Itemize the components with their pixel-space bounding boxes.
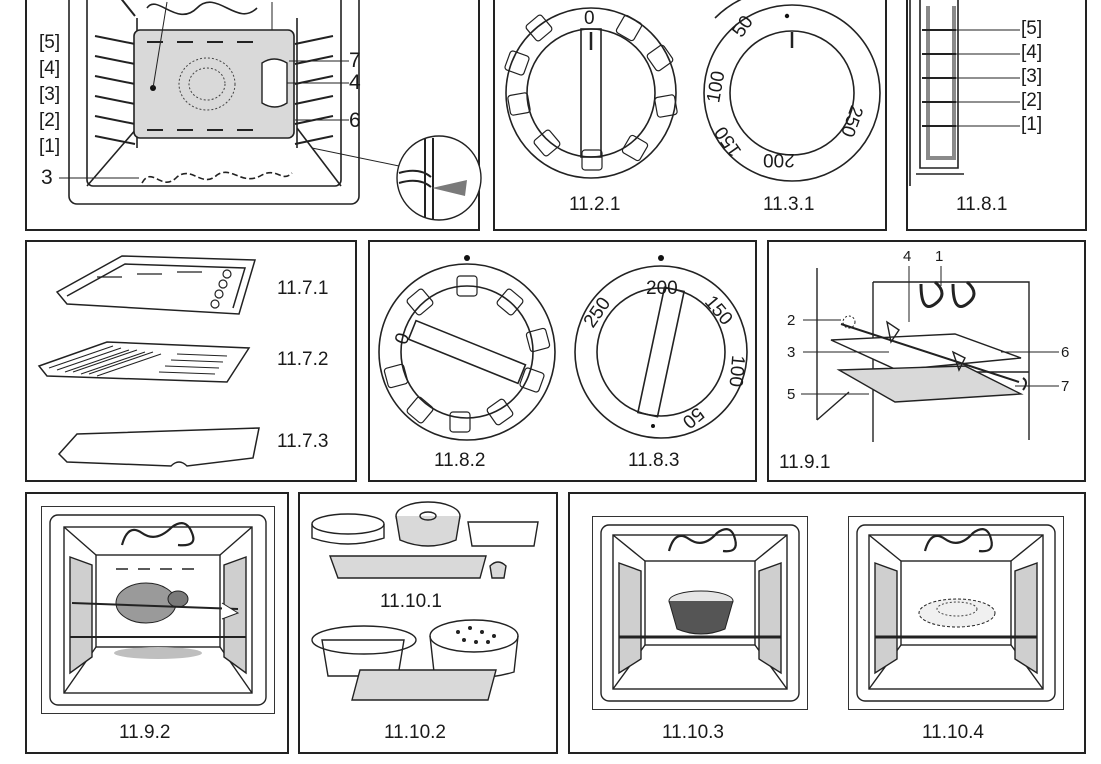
panel-accessories: 11.7.1 11.7.2 11.7.3 [25, 240, 357, 482]
bundt-oven-drawing [600, 524, 800, 702]
level-label-1: [1] [39, 136, 61, 157]
caption-11-2-1: 11.2.1 [569, 194, 621, 215]
caption-11-7-1: 11.7.1 [277, 278, 329, 299]
accessories-drawing [37, 255, 260, 467]
caption-11-10-2: 11.10.2 [384, 722, 446, 743]
level-label-4: [4] [39, 58, 61, 79]
side-level-2: [2] [1021, 90, 1043, 111]
selector-zero-mark: 0 [584, 8, 595, 29]
callout-3: 3 [41, 166, 53, 189]
caption-11-7-2: 11.7.2 [277, 349, 329, 370]
dish-oven-drawing [856, 524, 1056, 702]
dials-drawing [504, 0, 881, 182]
caption-11-8-1: 11.8.1 [956, 194, 1008, 215]
rotis-callout-2: 2 [787, 312, 796, 329]
rotis-callout-5: 5 [787, 386, 796, 403]
dials-2-drawing [378, 255, 748, 441]
oven-frame-chicken [41, 506, 275, 714]
callout-6: 6 [349, 109, 361, 132]
caption-11-8-2: 11.8.2 [434, 450, 486, 471]
rotis-callout-4: 4 [903, 248, 912, 265]
panel-spit-chicken: 11.9.2 [25, 492, 289, 754]
temp2-200: 200 [646, 278, 678, 299]
side-level-3: [3] [1021, 66, 1043, 87]
side-level-4: [4] [1021, 42, 1043, 63]
caption-11-10-1: 11.10.1 [380, 591, 442, 612]
side-level-1: [1] [1021, 114, 1043, 135]
level-label-5: [5] [39, 32, 61, 53]
temp2-100: 100 [724, 354, 749, 388]
caption-11-8-3: 11.8.3 [628, 450, 680, 471]
caption-11-9-2: 11.9.2 [119, 722, 171, 743]
panel-dials-11-8-2: 0 200 150 100 50 250 11.8.2 11.8.3 [368, 240, 757, 482]
panel-side-levels: [5] [4] [3] [2] [1] 11.8.1 [906, 0, 1087, 231]
caption-11-10-3: 11.10.3 [662, 722, 724, 743]
bakeware-drawing [311, 501, 539, 701]
rotis-callout-3: 3 [787, 344, 796, 361]
panel-rotisserie: 4 1 2 3 6 5 7 11.9.1 [767, 240, 1086, 482]
callout-7: 7 [349, 49, 361, 72]
rotis-callout-6: 6 [1061, 344, 1070, 361]
level-label-2: [2] [39, 110, 61, 131]
caption-11-10-4: 11.10.4 [922, 722, 984, 743]
caption-11-9-1: 11.9.1 [779, 452, 831, 473]
panel-baking-examples: 11.10.3 11.10.4 [568, 492, 1086, 754]
oven-frame-dish [848, 516, 1064, 710]
chicken-drawing [49, 514, 267, 706]
panel-dials-11-2-1: 0 50 100 150 200 250 11.2.1 11.3.1 [493, 0, 887, 231]
caption-11-3-1: 11.3.1 [763, 194, 815, 215]
rotis-callout-7: 7 [1061, 378, 1070, 395]
rotisserie-drawing [801, 266, 1059, 442]
callout-4: 4 [349, 71, 361, 94]
side-levels-drawing [909, 0, 1020, 186]
oven-interior-drawing [59, 0, 482, 221]
panel-oven-interior: [5] [4] [3] [2] [1] 7 4 6 3 [25, 0, 482, 231]
side-level-5: [5] [1021, 18, 1043, 39]
panel-bakeware: 11.10.1 11.10.2 [298, 492, 558, 754]
oven-frame-bundt [592, 516, 808, 710]
caption-11-7-3: 11.7.3 [277, 431, 329, 452]
level-label-3: [3] [39, 84, 61, 105]
rotis-callout-1: 1 [935, 248, 944, 265]
temp-200: 200 [763, 149, 795, 170]
